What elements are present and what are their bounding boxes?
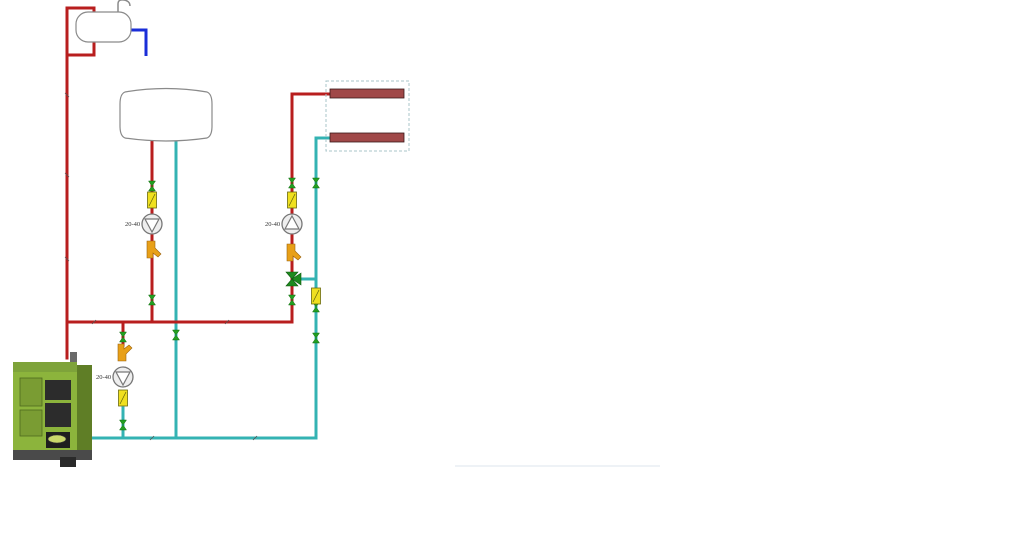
pipe-joint-mark [64,256,70,262]
check-valve-icon [117,343,133,362]
radiator-upper [329,88,405,99]
filter-icon [311,287,321,305]
ball-valve-icon [312,332,320,344]
expansion-vessel [75,0,132,43]
pipe-joint-mark [224,319,230,325]
ball-valve-icon [288,177,296,189]
radiator-frame [325,80,410,152]
ball-valve-icon [148,294,156,306]
boiler-circuit-pump: 20-40 [96,366,134,388]
supply-pipes [65,6,333,360]
cold-water-pipe [128,28,148,56]
check-valve-icon [286,243,302,262]
ball-valve-icon [312,177,320,189]
solid-fuel-boiler [13,352,92,467]
ball-valve-icon [148,180,156,192]
filter-icon [118,389,128,407]
radiator-circuit-pump: 20-40 [265,213,303,235]
tank-circuit-pump: 20-40 [125,213,163,235]
pump-label-radiator: 20-40 [265,221,280,228]
mixing-valve [285,271,302,287]
pipe-joint-mark [91,319,97,325]
ball-valve-icon [172,329,180,341]
ball-valve-icon [119,419,127,431]
pipe-joint-mark [64,172,70,178]
pump-label-tank: 20-40 [125,221,140,228]
filter-icon [147,191,157,209]
fittings [64,92,321,441]
pipe-joint-mark [64,92,70,98]
pump-label-boiler: 20-40 [96,374,111,381]
ball-valve-icon [288,294,296,306]
ball-valve-icon [119,331,127,343]
radiator-group [325,80,410,152]
filter-icon [287,191,297,209]
pipe-joint-mark [149,435,155,441]
radiator-lower [329,132,405,143]
storage-tank [119,87,213,142]
pipe-joint-mark [252,435,258,441]
check-valve-icon [146,240,162,259]
